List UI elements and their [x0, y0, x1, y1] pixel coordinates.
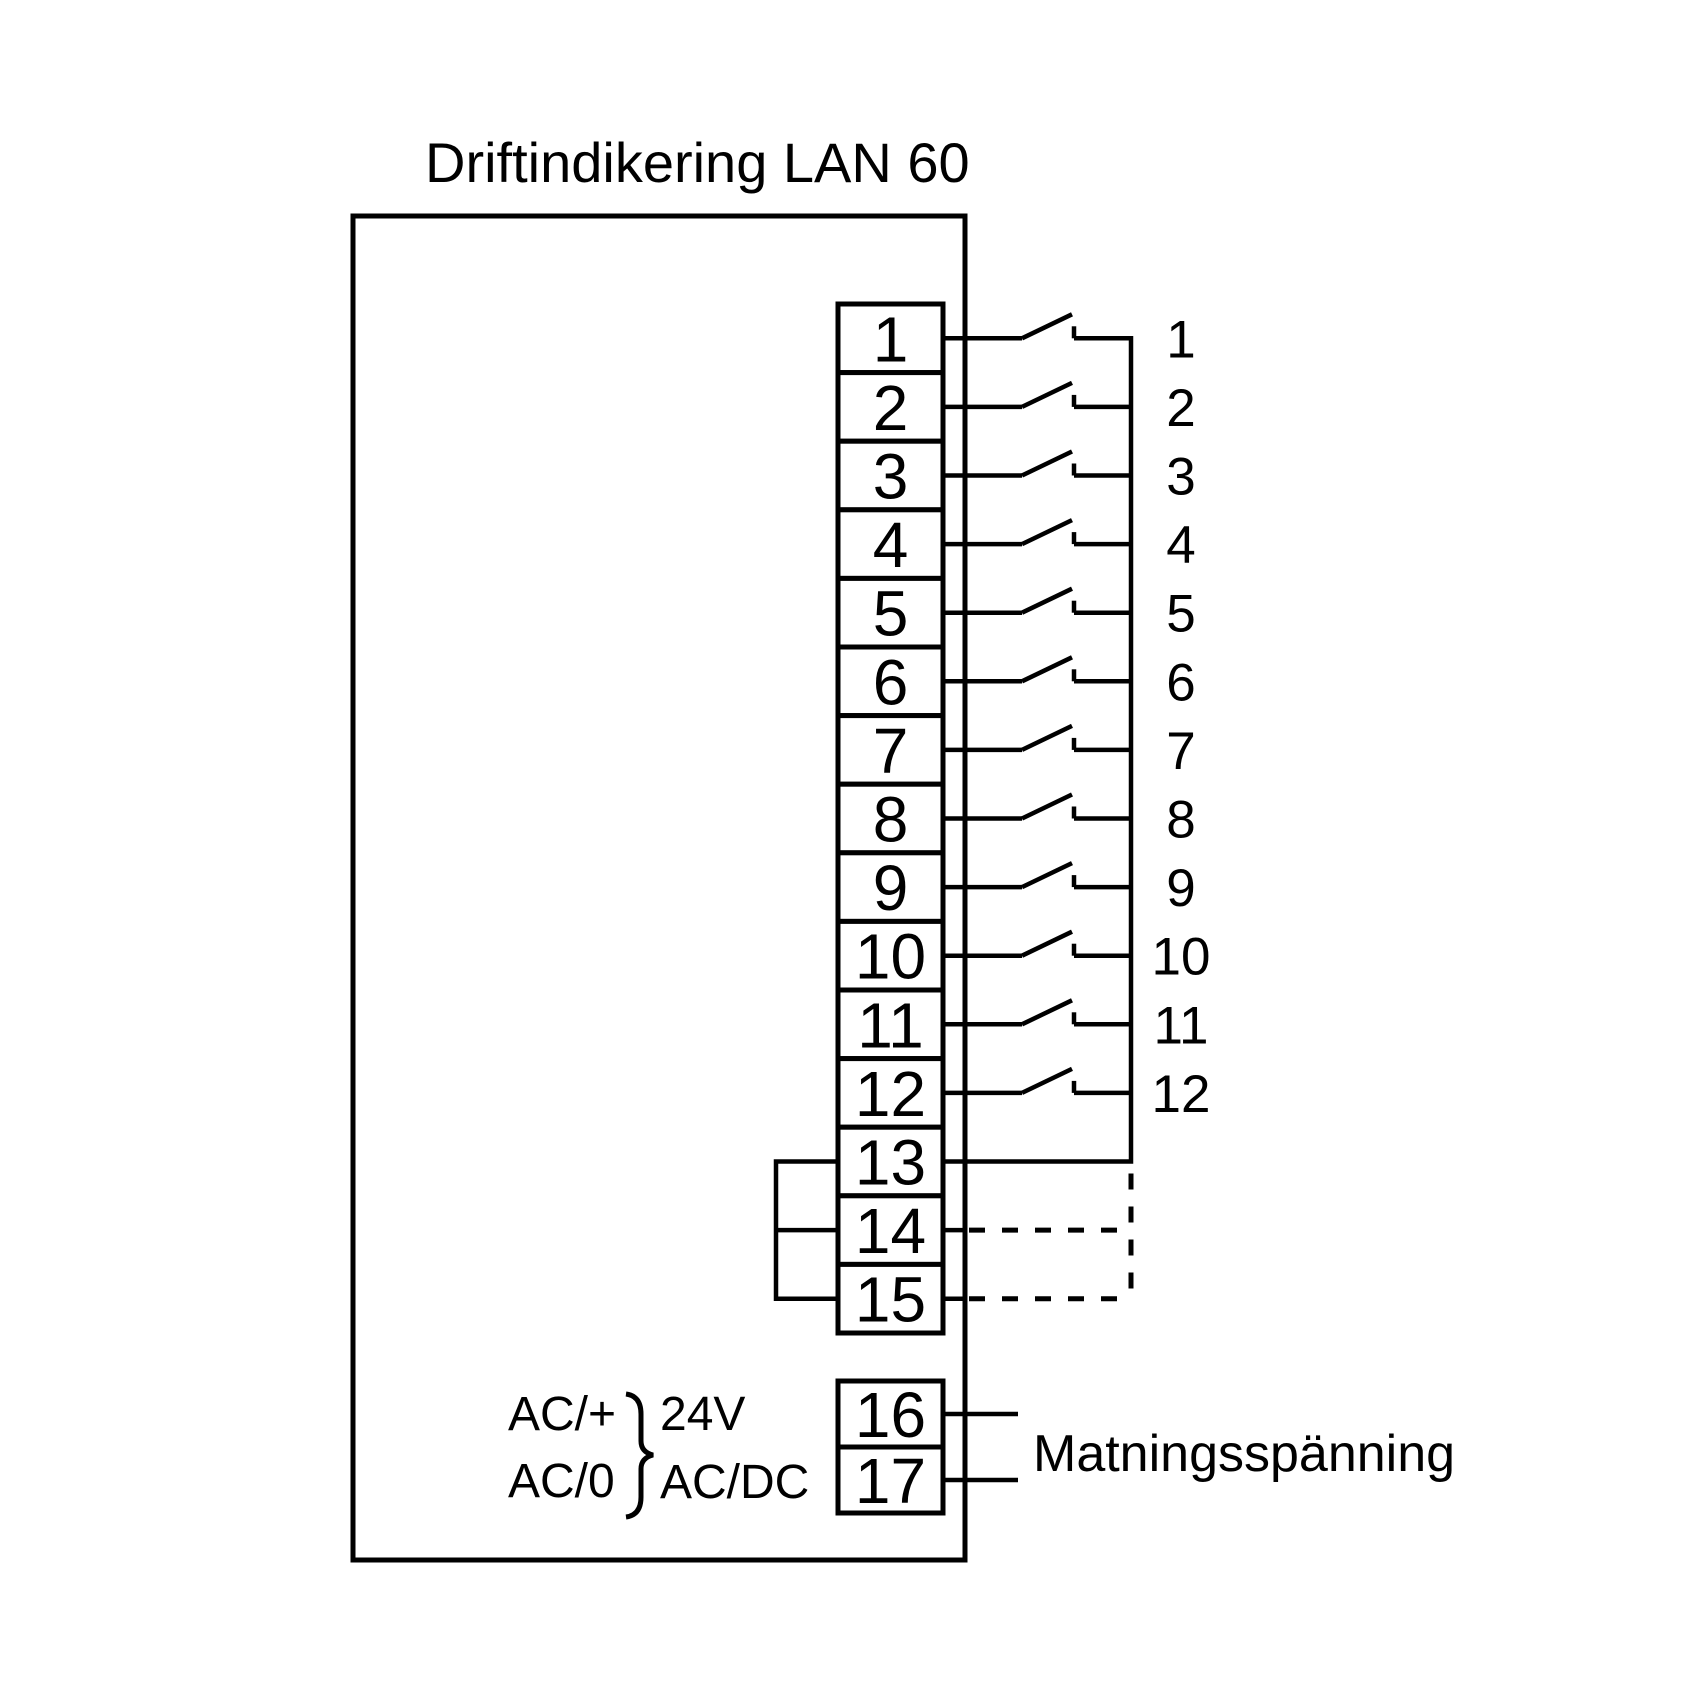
- contact-label-4: 4: [1166, 516, 1195, 575]
- terminal-box-7: [835, 713, 946, 787]
- terminal-box-6: [835, 644, 946, 719]
- terminal-box-11: [835, 987, 946, 1062]
- switch-blade-7: [1021, 723, 1073, 752]
- terminal-number-8: 8: [873, 784, 909, 856]
- contact-label-2: 2: [1166, 379, 1195, 438]
- terminal-number-17: 17: [855, 1445, 926, 1517]
- switch-blade-2: [1021, 380, 1073, 409]
- switch-blade-12: [1021, 1066, 1073, 1095]
- contact-label-6: 6: [1166, 653, 1195, 712]
- diagram-title: Driftindikering LAN 60: [425, 131, 970, 194]
- terminal-number-4: 4: [873, 509, 909, 581]
- contact-label-3: 3: [1166, 448, 1195, 507]
- terminal-number-13: 13: [855, 1127, 926, 1199]
- terminal-box-17: [835, 1444, 946, 1516]
- terminal-number-5: 5: [873, 578, 909, 650]
- contact-label-8: 8: [1166, 791, 1195, 850]
- voltage-rating-acdc: AC/DC: [660, 1456, 809, 1509]
- switch-blade-4: [1021, 518, 1073, 547]
- terminal-number-9: 9: [873, 852, 909, 924]
- terminal-box-9: [835, 850, 946, 924]
- contact-label-9: 9: [1166, 859, 1195, 918]
- switch-blade-9: [1021, 861, 1073, 890]
- terminal-box-8: [835, 781, 946, 856]
- contact-label-11: 11: [1153, 996, 1208, 1055]
- terminal-box-12: [835, 1056, 946, 1130]
- supply-voltage-label: Matningsspänning: [1033, 1425, 1455, 1483]
- terminal-number-12: 12: [855, 1058, 926, 1130]
- terminal-number-10: 10: [855, 921, 926, 993]
- switch-blade-6: [1021, 655, 1073, 684]
- terminal-number-7: 7: [873, 715, 909, 787]
- terminal-number-16: 16: [855, 1379, 926, 1451]
- contact-label-5: 5: [1166, 585, 1195, 644]
- voltage-brace: [625, 1391, 654, 1520]
- terminal-number-3: 3: [873, 441, 909, 513]
- terminal-number-1: 1: [873, 303, 909, 375]
- switch-blade-1: [1021, 312, 1073, 341]
- switch-blade-10: [1021, 929, 1073, 958]
- terminal-number-6: 6: [873, 646, 909, 718]
- contact-label-10: 10: [1152, 928, 1211, 987]
- voltage-rating-24v: 24V: [660, 1388, 745, 1441]
- switch-blade-11: [1021, 998, 1073, 1027]
- switch-blade-8: [1021, 792, 1073, 821]
- terminal-number-14: 14: [855, 1195, 926, 1267]
- switch-blade-3: [1021, 449, 1073, 478]
- contact-label-7: 7: [1166, 722, 1195, 781]
- terminal-box-4: [835, 507, 946, 581]
- contact-label-12: 12: [1152, 1065, 1211, 1124]
- switch-blade-5: [1021, 586, 1073, 615]
- common-bus: [943, 336, 1134, 1164]
- terminal-number-15: 15: [855, 1264, 926, 1336]
- power-input-label-ac-0: AC/0: [508, 1455, 615, 1508]
- terminal-number-2: 2: [873, 372, 909, 444]
- power-input-label-ac-plus: AC/+: [508, 1388, 616, 1441]
- terminal-number-11: 11: [857, 989, 923, 1061]
- contact-label-1: 1: [1166, 310, 1195, 369]
